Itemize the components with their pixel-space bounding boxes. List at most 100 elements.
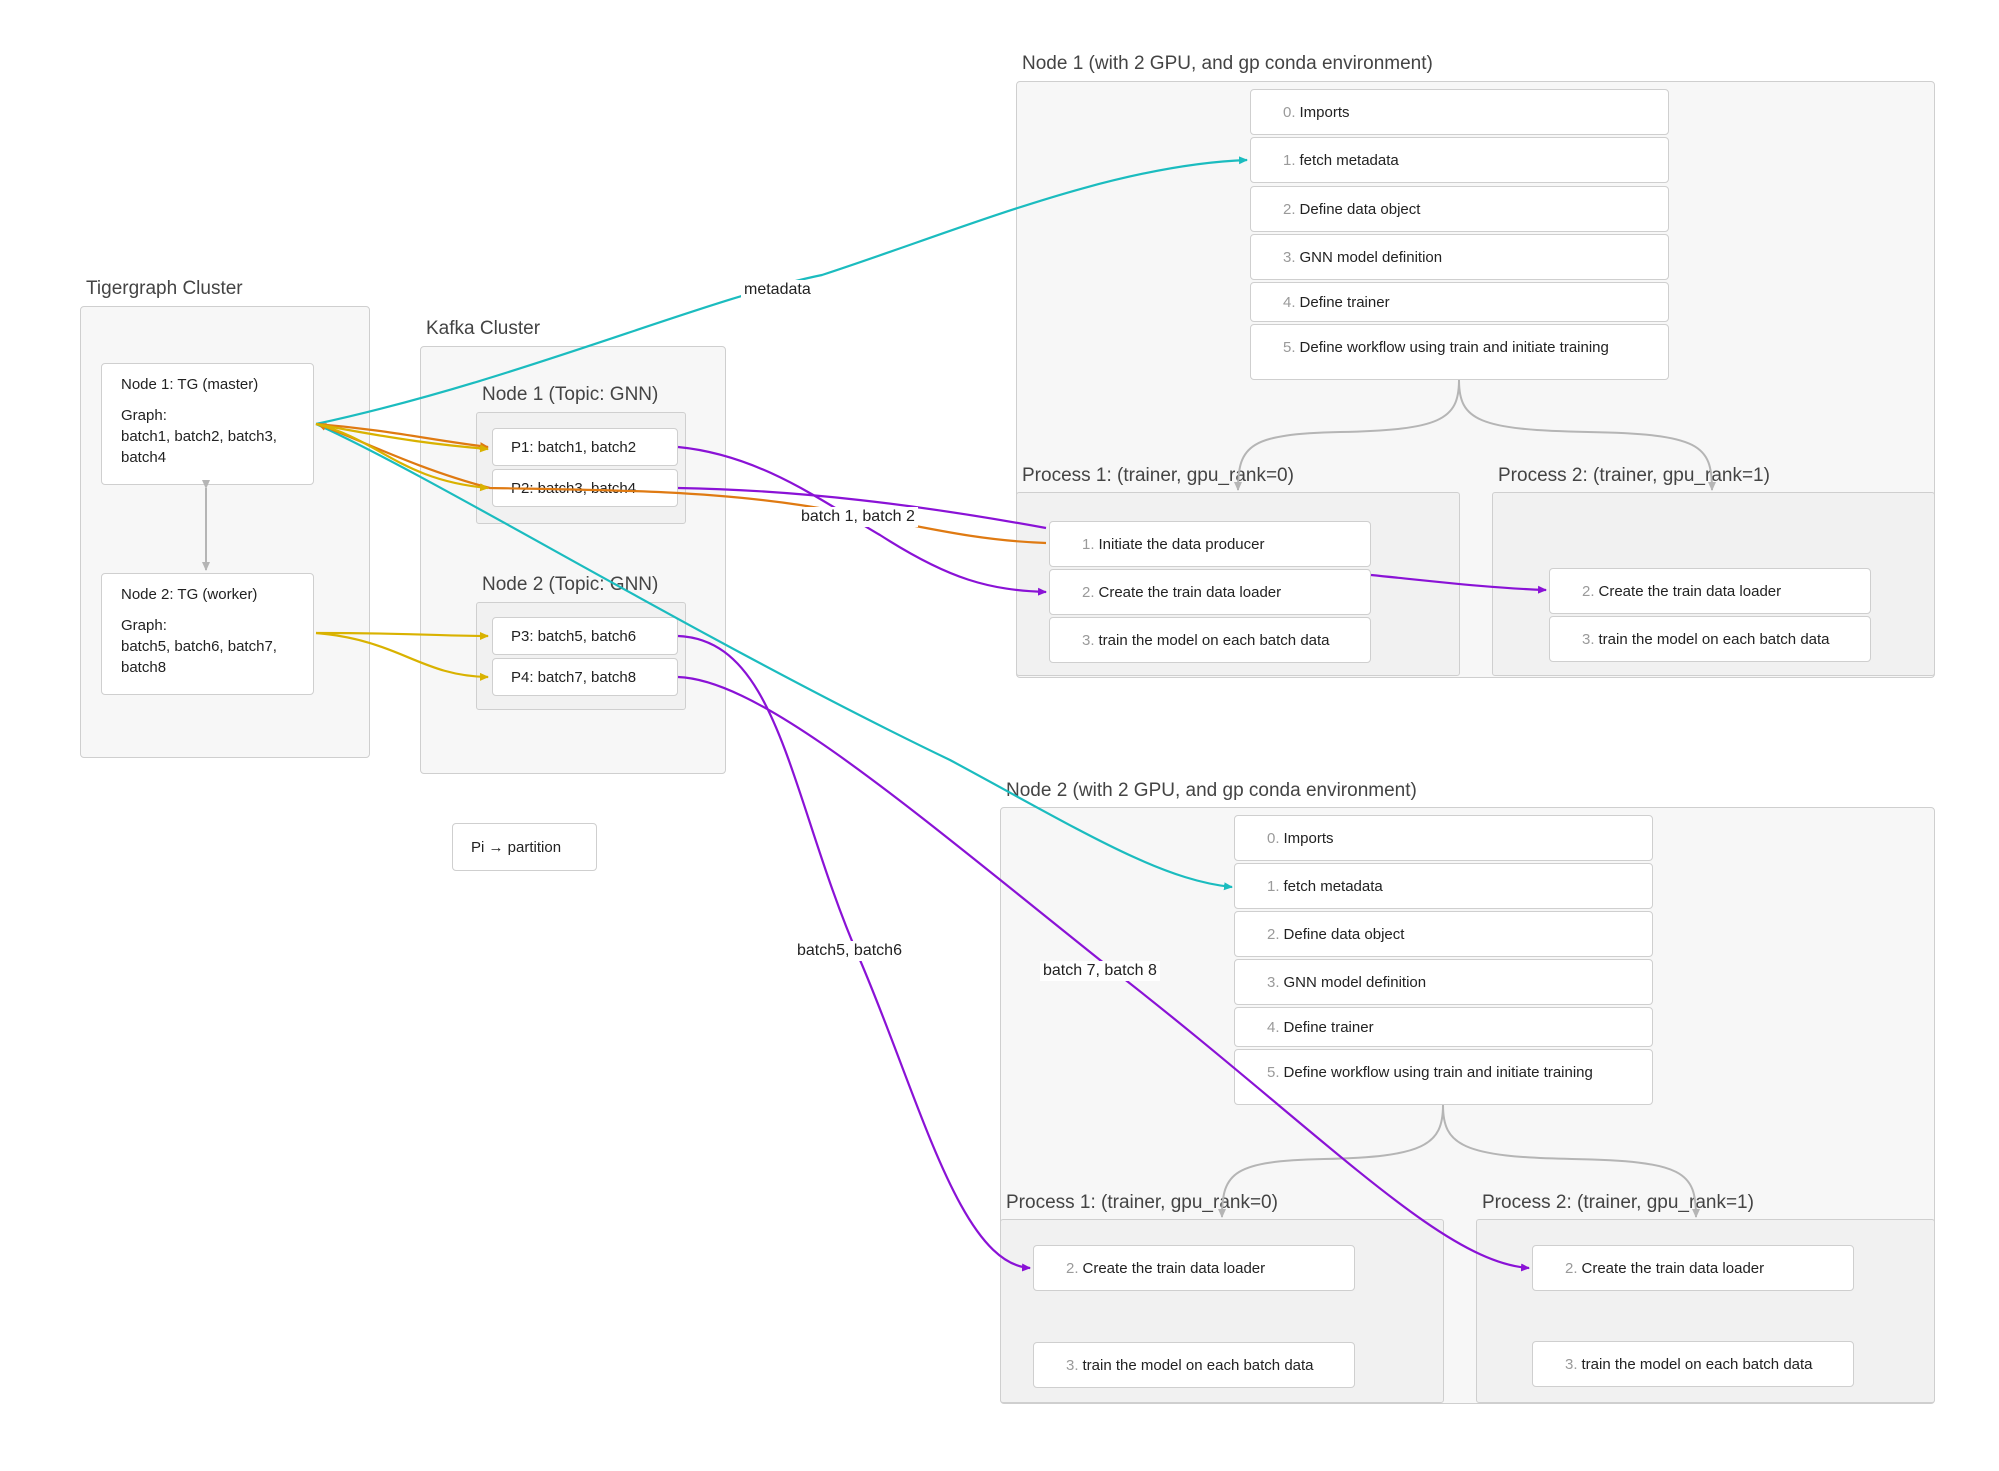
- node1-p1-step-1[interactable]: 1.Initiate the data producer: [1049, 521, 1371, 567]
- step-label: Imports: [1283, 829, 1334, 847]
- node1-process1-title: Process 1: (trainer, gpu_rank=0): [1022, 465, 1294, 486]
- tg-worker-title: Node 2: TG (worker): [121, 586, 258, 603]
- step-number: 2.: [1283, 200, 1296, 218]
- step-label: train the model on each batch data: [1098, 631, 1330, 649]
- step-number: 2.: [1267, 925, 1280, 943]
- edge-label-batch12: batch 1, batch 2: [798, 507, 918, 527]
- step-number: 1.: [1082, 535, 1095, 553]
- step-label: train the model on each batch data: [1082, 1356, 1314, 1374]
- node1-p2-step-2[interactable]: 2.Create the train data loader: [1549, 568, 1871, 614]
- step-number: 5.: [1283, 339, 1296, 356]
- node1-loader-to-p2-loader: [1370, 573, 1547, 594]
- step-number: 4.: [1267, 1018, 1280, 1036]
- node2-p1-step-3[interactable]: 3.train the model on each batch data: [1033, 1342, 1355, 1388]
- step-label: train the model on each batch data: [1598, 630, 1830, 648]
- node1-p1-step-3[interactable]: 3.train the model on each batch data: [1049, 617, 1371, 663]
- tg-worker-to-p4: [315, 631, 489, 681]
- node2-branch-connector: [1218, 1104, 1444, 1218]
- tg-worker-node[interactable]: Node 2: TG (worker) Graph: batch5, batch…: [101, 573, 314, 695]
- node2-process2-title: Process 2: (trainer, gpu_rank=1): [1482, 1192, 1754, 1213]
- node1-step-3[interactable]: 3.GNN model definition: [1250, 234, 1669, 280]
- edge-label-batch78: batch 7, batch 8: [1040, 961, 1160, 981]
- metadata-to-node2: [315, 422, 1233, 891]
- step-label: Create the train data loader: [1098, 583, 1282, 601]
- node1-step-4[interactable]: 4.Define trainer: [1250, 282, 1669, 322]
- partition-p1[interactable]: P1: batch1, batch2: [492, 428, 678, 466]
- step-label: Initiate the data producer: [1098, 535, 1265, 553]
- node2-process1-title: Process 1: (trainer, gpu_rank=0): [1006, 1192, 1278, 1213]
- node2-step-2[interactable]: 2.Define data object: [1234, 911, 1653, 957]
- edge-label-metadata: metadata: [741, 280, 814, 300]
- step-label: Create the train data loader: [1598, 582, 1782, 600]
- node2-step-4[interactable]: 4.Define trainer: [1234, 1007, 1653, 1047]
- node1-branch-connector: [1458, 379, 1716, 491]
- step-number: 2.: [1082, 583, 1095, 601]
- node2-p2-step-3[interactable]: 3.train the model on each batch data: [1532, 1341, 1854, 1387]
- step-label: fetch metadata: [1283, 877, 1383, 895]
- partition-p4[interactable]: P4: batch7, batch8: [492, 658, 678, 696]
- metadata-to-node1: [315, 156, 1248, 426]
- step-number: 4.: [1283, 293, 1296, 311]
- tg-master-title: Node 1: TG (master): [121, 376, 259, 393]
- node1-branch-connector: [1234, 379, 1460, 491]
- node2-step-1[interactable]: 1.fetch metadata: [1234, 863, 1653, 909]
- tg-master-to-p1-yellow: [315, 422, 489, 453]
- node1-process2-title: Process 2: (trainer, gpu_rank=1): [1498, 465, 1770, 486]
- step-number: 3.: [1066, 1356, 1079, 1374]
- step-number: 2.: [1066, 1259, 1079, 1277]
- node2-step-3[interactable]: 3.GNN model definition: [1234, 959, 1653, 1005]
- node1-step-5[interactable]: 5.Define workflow using train and initia…: [1250, 324, 1669, 380]
- edge-label-batch56: batch5, batch6: [794, 941, 905, 961]
- tg-worker-graph: Graph: batch5, batch6, batch7, batch8: [121, 617, 277, 676]
- node2-title: Node 2 (with 2 GPU, and gp conda environ…: [1006, 780, 1417, 801]
- legend-partition: Pi → partition: [452, 823, 597, 871]
- tg-master-graph: Graph: batch1, batch2, batch3, batch4: [121, 407, 277, 466]
- step-number: 1.: [1267, 877, 1280, 895]
- step-number: 3.: [1283, 248, 1296, 266]
- step-label: Imports: [1299, 103, 1350, 121]
- p2-to-producer: [677, 486, 1047, 530]
- kafka-cluster-title: Kafka Cluster: [426, 318, 541, 339]
- step-number: 5.: [1267, 1064, 1280, 1081]
- partition-p2[interactable]: P2: batch3, batch4: [492, 469, 678, 507]
- node2-p1-step-2[interactable]: 2.Create the train data loader: [1033, 1245, 1355, 1291]
- node2-branch-connector: [1442, 1104, 1700, 1218]
- node1-step-1[interactable]: 1.fetch metadata: [1250, 137, 1669, 183]
- node2-step-0[interactable]: 0.Imports: [1234, 815, 1653, 861]
- step-number: 3.: [1082, 631, 1095, 649]
- node1-p2-step-3[interactable]: 3.train the model on each batch data: [1549, 616, 1871, 662]
- step-label: Define trainer: [1299, 293, 1390, 311]
- step-label: Define data object: [1283, 925, 1405, 943]
- node1-step-2[interactable]: 2.Define data object: [1250, 186, 1669, 232]
- tg-worker-to-p3: [315, 631, 489, 640]
- step-number: 0.: [1283, 103, 1296, 121]
- p1-to-node1-loader: [677, 445, 1047, 596]
- step-label: Create the train data loader: [1581, 1259, 1765, 1277]
- step-number: 1.: [1283, 151, 1296, 169]
- node1-step-0[interactable]: 0.Imports: [1250, 89, 1669, 135]
- partition-p3[interactable]: P3: batch5, batch6: [492, 617, 678, 655]
- step-label: GNN model definition: [1283, 973, 1427, 991]
- kafka-node2-title: Node 2 (Topic: GNN): [482, 574, 659, 595]
- step-number: 0.: [1267, 829, 1280, 847]
- node1-p1-step-2[interactable]: 2.Create the train data loader: [1049, 569, 1371, 615]
- step-label: Create the train data loader: [1082, 1259, 1266, 1277]
- step-label: fetch metadata: [1299, 151, 1399, 169]
- node2-p2-step-2[interactable]: 2.Create the train data loader: [1532, 1245, 1854, 1291]
- step-number: 3.: [1582, 630, 1595, 648]
- tg-master-to-p2-yellow: [315, 422, 489, 492]
- step-number: 3.: [1565, 1355, 1578, 1373]
- step-label: Define workflow using train and initiate…: [1283, 1064, 1593, 1081]
- tg-master-node[interactable]: Node 1: TG (master) Graph: batch1, batch…: [101, 363, 314, 485]
- producer-to-master: [317, 422, 1047, 545]
- p4-to-node2-p2-loader: [677, 675, 1530, 1272]
- node2-step-5[interactable]: 5.Define workflow using train and initia…: [1234, 1049, 1653, 1105]
- step-label: Define trainer: [1283, 1018, 1374, 1036]
- kafka-node1-title: Node 1 (Topic: GNN): [482, 384, 659, 405]
- step-number: 3.: [1267, 973, 1280, 991]
- tigergraph-cluster-title: Tigergraph Cluster: [86, 278, 243, 299]
- step-label: train the model on each batch data: [1581, 1355, 1813, 1373]
- step-label: Define data object: [1299, 200, 1421, 218]
- step-number: 2.: [1582, 582, 1595, 600]
- tg-master-to-p1-orange: [315, 422, 489, 451]
